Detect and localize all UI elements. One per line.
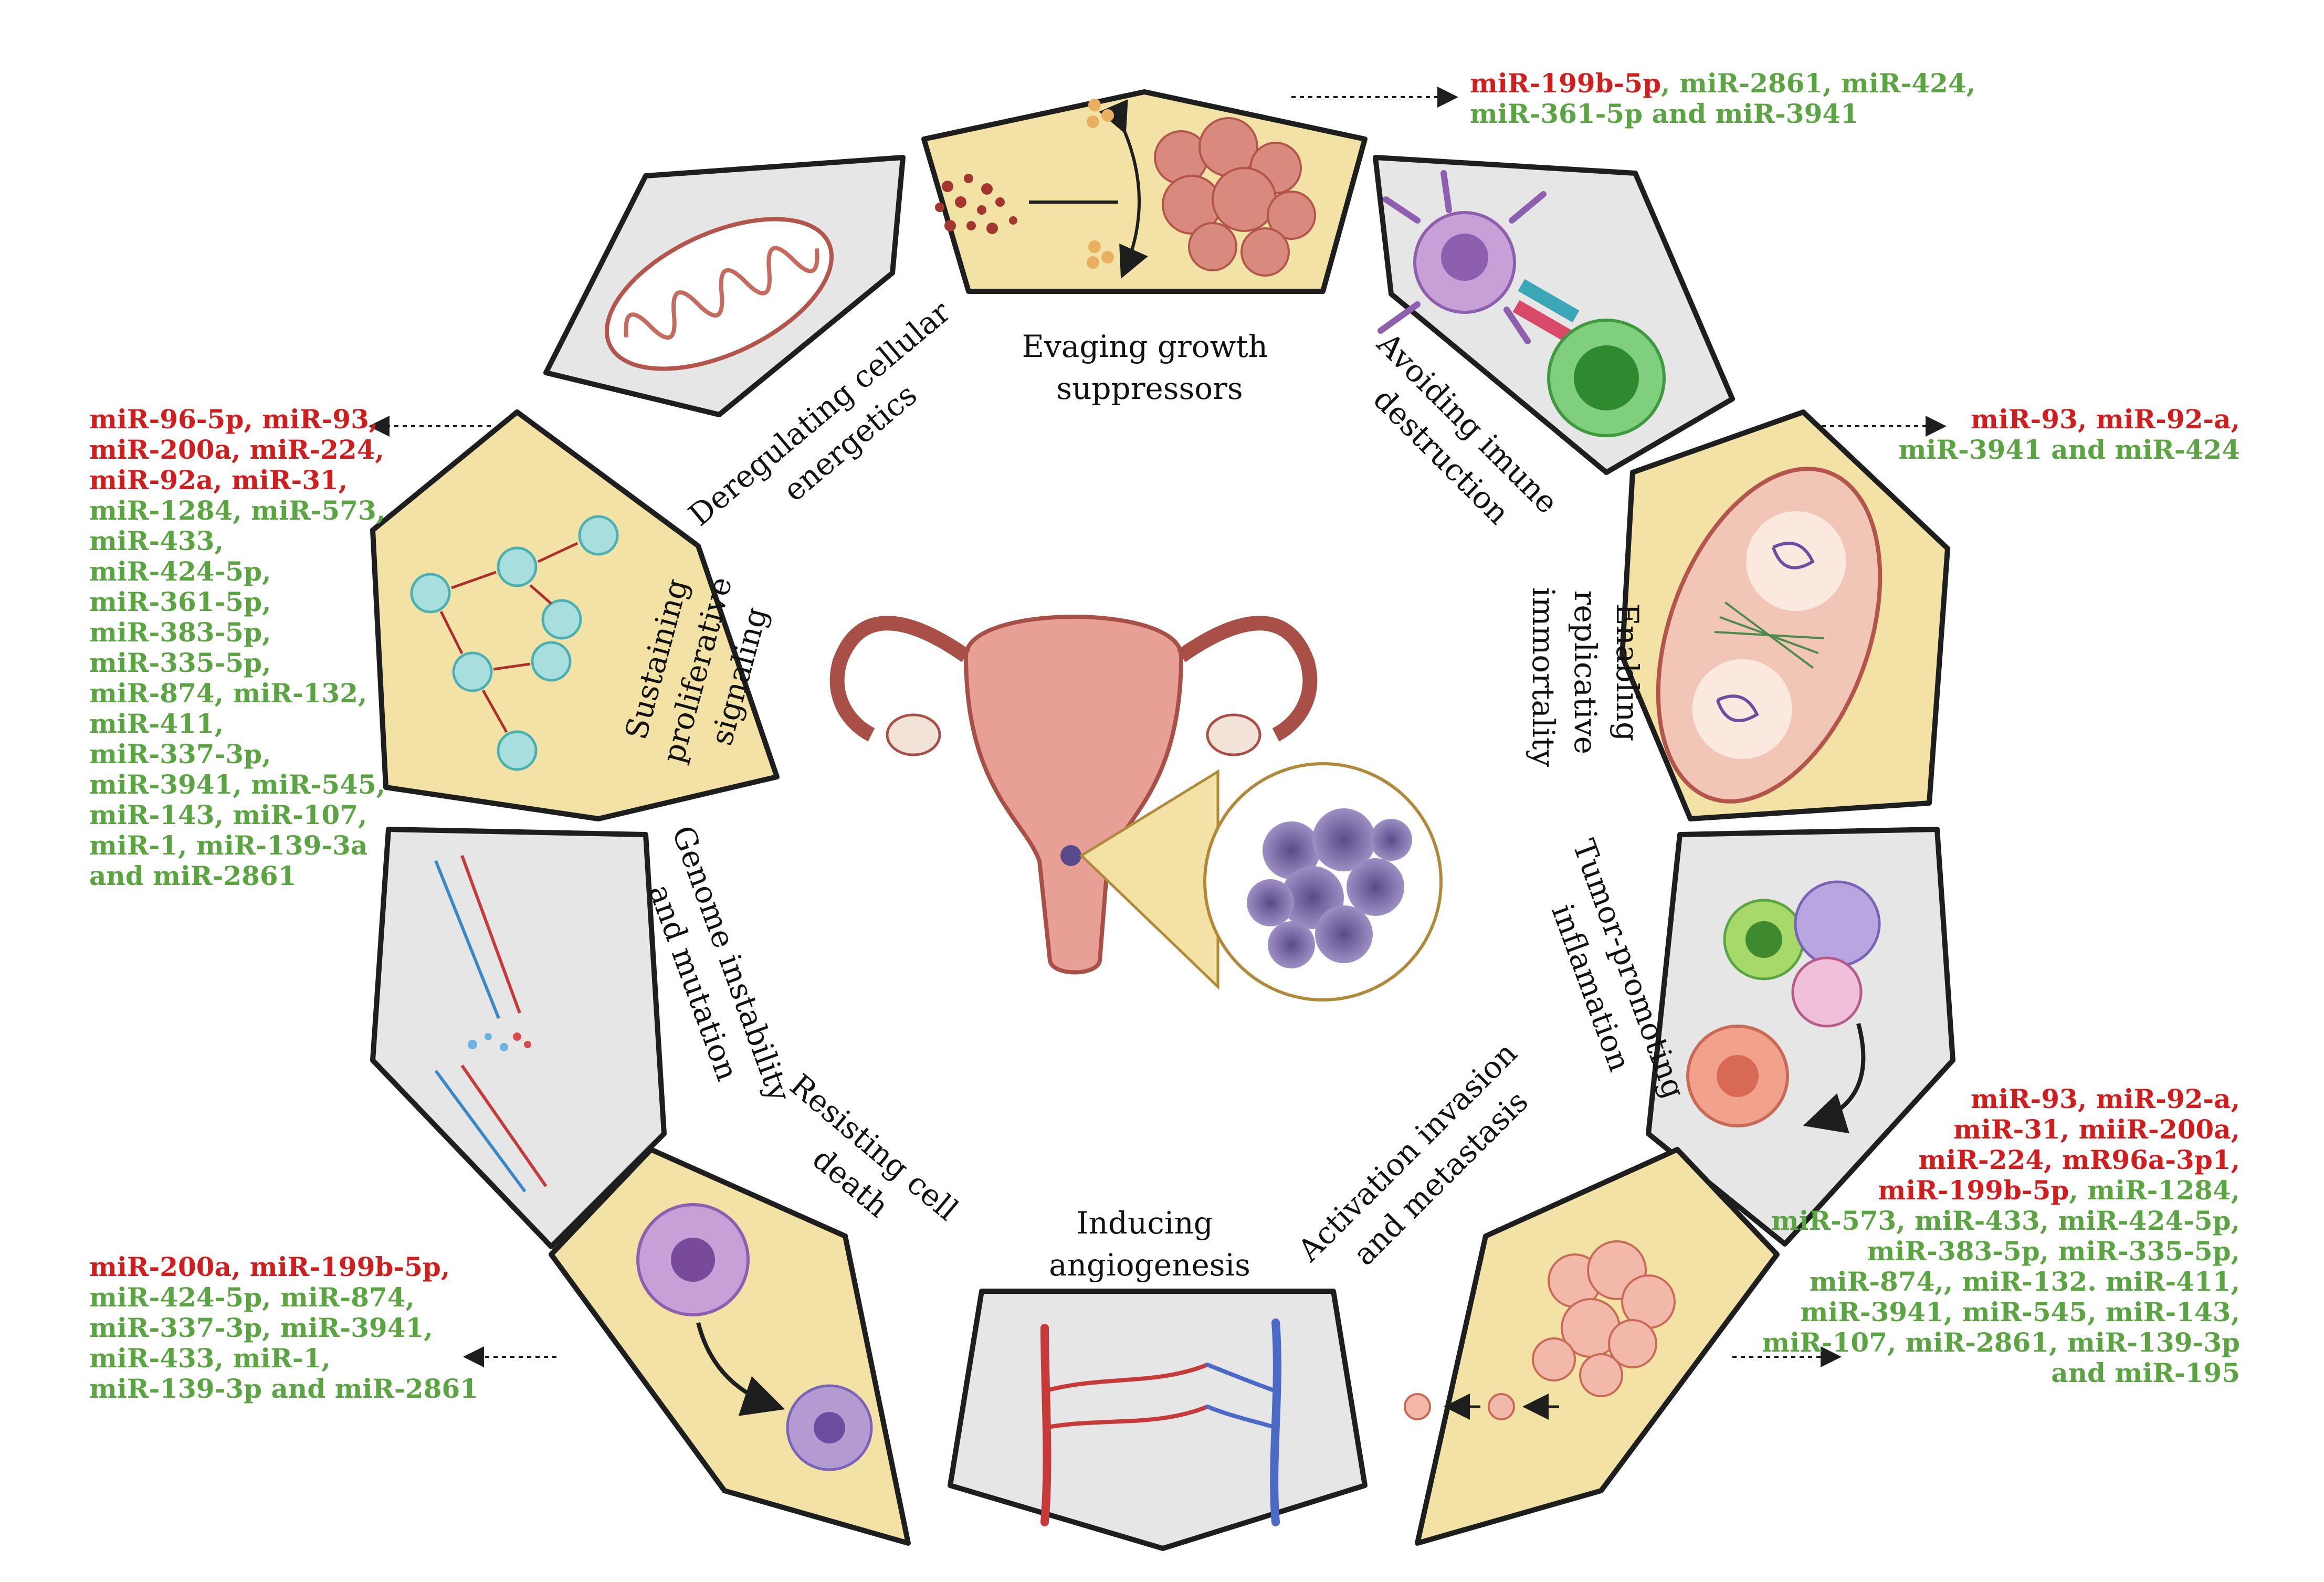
mirna-text: miR-424-5p, (89, 556, 271, 587)
mirna-list-proliferative: miR-96-5p, miR-93,miR-200a, miR-224,miR-… (89, 404, 385, 891)
mirna-line: miR-335-5p, (89, 648, 385, 678)
mirna-line: miR-383-5p, miR-335-5p, (1762, 1236, 2240, 1267)
mirna-list-invasion: miR-93, miR-92-a,miR-31, miiR-200a,miR-2… (1762, 1084, 2240, 1388)
mirna-text: and miR-2861 (89, 860, 297, 891)
mirna-line: miR-224, mR96a-3p1, (1762, 1145, 2240, 1175)
mirna-line: miR-92a, miR-31, (89, 465, 385, 495)
mirna-text: miR-433, miR-1, (89, 1343, 331, 1374)
mirna-line: miR-361-5p and miR-3941 (1470, 99, 1975, 129)
cell-death-illustration (636, 1203, 873, 1471)
mirna-text: miR-433, (89, 525, 224, 556)
mirna-text: miR-424-5p, miR-874, (89, 1282, 415, 1313)
mirna-line: miR-1284, miR-573, (89, 495, 385, 526)
mirna-line: miR-3941, miR-545, (89, 769, 385, 800)
mirna-text: miR-573, miR-433, miR-424-5p, (1771, 1205, 2240, 1236)
mirna-line: miR-200a, miR-199b-5p, (89, 1252, 478, 1282)
mirna-line: miR-107, miR-2861, miR-139-3p (1762, 1327, 2240, 1358)
mirna-text: miR-96-5p, miR-93, (89, 404, 378, 435)
mitochondrion-illustration (604, 217, 834, 371)
evading-illustration (935, 99, 1316, 279)
mirna-list-evading: miR-199b-5p, miR-2861, miR-424,miR-361-5… (1470, 68, 1975, 129)
mirna-text: miR-199b-5p (1470, 68, 1661, 99)
mirna-text: miR-200a, miR-199b-5p, (89, 1251, 450, 1282)
mirna-text: miR-383-5p, (89, 617, 271, 648)
mirna-line: miR-199b-5p, miR-1284, (1762, 1175, 2240, 1206)
label-angiogenesis: Inducing angiogenesis (1049, 1205, 1250, 1283)
mirna-text: miR-107, miR-2861, miR-139-3p (1762, 1327, 2240, 1358)
mirna-text: miR-335-5p, (89, 647, 271, 678)
mirna-text: miR-199b-5p (1878, 1175, 2069, 1206)
mirna-line: miR-383-5p, (89, 617, 385, 648)
mirna-line: miR-93, miR-92-a, (1899, 404, 2240, 435)
mirna-text: miR-361-5p, (89, 586, 271, 617)
mirna-text: miR-93, miR-92-a, (1971, 404, 2240, 435)
mirna-line: miR-199b-5p, miR-2861, miR-424, (1470, 68, 1975, 99)
mirna-line: miR-31, miiR-200a, (1762, 1114, 2240, 1145)
mirna-line: miR-93, miR-92-a, (1762, 1084, 2240, 1114)
mirna-line: miR-874,, miR-132. miR-411, (1762, 1267, 2240, 1297)
mirna-line: and miR-2861 (89, 861, 385, 891)
mirna-text: miR-383-5p, miR-335-5p, (1867, 1236, 2240, 1267)
mirna-text: miR-93, miR-92-a, (1971, 1083, 2240, 1114)
mirna-line: miR-139-3p and miR-2861 (89, 1374, 478, 1404)
dna-illustration (434, 855, 548, 1193)
mirna-line: miR-411, (89, 709, 385, 739)
uterus-illustration (829, 615, 1318, 975)
mirna-line: miR-433, (89, 526, 385, 556)
mirna-text: miR-139-3p and miR-2861 (89, 1373, 478, 1404)
mirna-list-replicative: miR-93, miR-92-a,miR-3941 and miR-424 (1899, 404, 2240, 465)
mirna-text: , miR-1284, (2069, 1175, 2240, 1206)
invasion-illustration (1404, 1240, 1676, 1420)
mirna-line: miR-874, miR-132, (89, 678, 385, 709)
mirna-line: miR-424-5p, (89, 556, 385, 587)
mirna-text: miR-31, miiR-200a, (1953, 1114, 2240, 1145)
mirna-line: miR-337-3p, (89, 739, 385, 769)
mirna-text: miR-3941, miR-545, (89, 769, 386, 800)
mirna-text: miR-200a, miR-224, (89, 434, 384, 465)
mirna-text: miR-224, mR96a-3p1, (1918, 1144, 2240, 1175)
proliferative-illustration (410, 515, 619, 771)
mirna-text: miR-874,, miR-132. miR-411, (1809, 1266, 2240, 1297)
mirna-text: miR-361-5p and miR-3941 (1470, 98, 1859, 129)
inflammation-illustration (1686, 880, 1881, 1134)
mirna-line: miR-143, miR-107, (89, 800, 385, 830)
mirna-text: miR-874, miR-132, (89, 678, 367, 709)
mirna-text: miR-143, miR-107, (89, 799, 367, 830)
tumor-cluster (1247, 808, 1412, 968)
mirna-text: and miR-195 (2051, 1357, 2240, 1388)
mirna-text: miR-411, (89, 708, 224, 739)
mirna-line: miR-361-5p, (89, 587, 385, 617)
mirna-text: miR-337-3p, (89, 739, 271, 769)
mirna-line: miR-573, miR-433, miR-424-5p, (1762, 1206, 2240, 1236)
mirna-text: miR-337-3p, miR-3941, (89, 1312, 433, 1343)
mirna-line: miR-96-5p, miR-93, (89, 404, 385, 435)
label-replicative: Enabling replicative immortality (1526, 587, 1645, 767)
mirna-line: and miR-195 (1762, 1358, 2240, 1388)
immune-illustration (1377, 170, 1666, 437)
replicative-illustration (1656, 467, 1883, 804)
mirna-text: miR-3941 and miR-424 (1898, 434, 2240, 465)
label-evading: Evaging growth suppressors (1022, 329, 1278, 406)
angiogenesis-illustration (1040, 1319, 1281, 1526)
mirna-text: miR-3941, miR-545, miR-143, (1800, 1296, 2240, 1327)
mirna-text: , miR-2861, miR-424, (1661, 68, 1976, 99)
mirna-list-cell-death: miR-200a, miR-199b-5p,miR-424-5p, miR-87… (89, 1252, 478, 1404)
mirna-line: miR-433, miR-1, (89, 1343, 478, 1374)
mirna-line: miR-3941, miR-545, miR-143, (1762, 1297, 2240, 1327)
mirna-line: miR-424-5p, miR-874, (89, 1282, 478, 1313)
mirna-line: miR-200a, miR-224, (89, 435, 385, 465)
mirna-line: miR-1, miR-139-3a (89, 830, 385, 861)
mirna-text: miR-1, miR-139-3a (89, 830, 368, 861)
mirna-line: miR-337-3p, miR-3941, (89, 1313, 478, 1343)
mirna-text: miR-1284, miR-573, (89, 495, 386, 526)
mirna-text: miR-92a, miR-31, (89, 465, 348, 495)
mirna-line: miR-3941 and miR-424 (1899, 435, 2240, 465)
